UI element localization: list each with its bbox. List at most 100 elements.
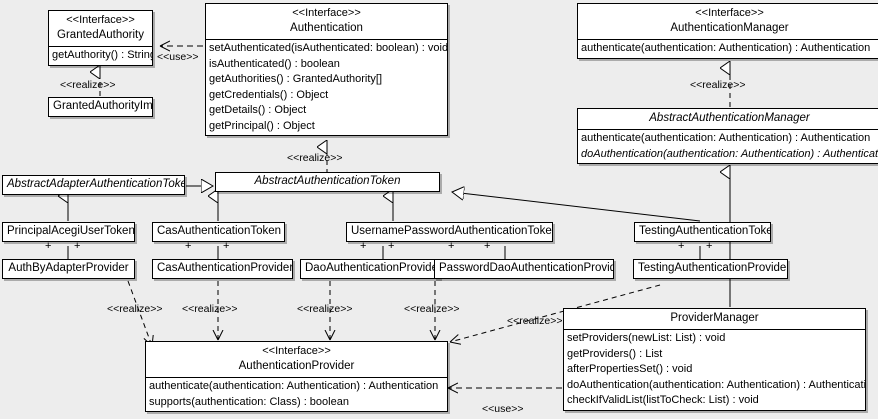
edge-label-realize-password-dao-provider: <<realize>>: [404, 303, 460, 315]
class-name: GrantedAuthorityImpl: [53, 100, 153, 112]
class-members: authenticate(authentication: Authenticat…: [578, 130, 878, 163]
class-header: UsernamePasswordAuthenticationToken: [347, 223, 552, 241]
class-name: PrincipalAcegiUserToken: [7, 225, 135, 237]
class-granted-authority-impl[interactable]: GrantedAuthorityImpl: [48, 97, 153, 117]
class-header: TestingAuthenticationProvider: [634, 260, 787, 278]
class-authentication-provider[interactable]: <<Interface>> AuthenticationProvider aut…: [145, 341, 448, 412]
stereotype-interface: <<Interface>>: [292, 7, 361, 19]
class-cas-authentication-provider[interactable]: CasAuthenticationProvider: [152, 259, 293, 279]
member-get-authority: getAuthority() : String: [52, 49, 153, 61]
class-auth-by-adapter-provider[interactable]: AuthByAdapterProvider: [2, 259, 135, 279]
class-dao-authentication-provider[interactable]: DaoAuthenticationProvider: [300, 259, 440, 279]
member-authenticate: authenticate(authentication: Authenticat…: [581, 42, 871, 54]
member-after-properties-set: afterPropertiesSet() : void: [567, 363, 693, 375]
class-header: AuthByAdapterProvider: [3, 260, 134, 278]
class-header: CasAuthenticationProvider: [153, 260, 292, 278]
class-header: <<Interface>> Authentication: [206, 4, 447, 40]
class-members: authenticate(authentication: Authenticat…: [146, 378, 447, 411]
class-name: Authentication: [290, 22, 363, 34]
member-get-principal: getPrincipal() : Object: [209, 119, 315, 132]
member-check-if-valid-list: checkIfValidList(listToCheck: List) : vo…: [567, 394, 759, 406]
assoc-plus-userpass-c: +: [448, 240, 455, 252]
assoc-plus-userpass-b: +: [388, 240, 395, 252]
class-header: AbstractAdapterAuthenticationToken: [3, 176, 184, 194]
class-principal-acegi-user-token[interactable]: PrincipalAcegiUserToken: [2, 222, 135, 242]
edge-label-realize-granted-authority-impl: <<realize>>: [60, 79, 116, 91]
member-get-details: getDetails() : Object: [209, 104, 307, 116]
class-header: TestingAuthenticationToken: [635, 223, 770, 241]
class-testing-authentication-provider[interactable]: TestingAuthenticationProvider: [633, 259, 788, 279]
stereotype-interface: <<Interface>>: [695, 7, 764, 19]
class-header: PrincipalAcegiUserToken: [3, 223, 134, 241]
class-header: ProviderManager: [564, 309, 865, 330]
class-cas-authentication-token[interactable]: CasAuthenticationToken: [152, 222, 285, 242]
class-header: CasAuthenticationToken: [153, 223, 284, 241]
class-header: AbstractAuthenticationToken: [216, 173, 439, 191]
class-password-dao-authentication-provider[interactable]: PasswordDaoAuthenticationProvider: [434, 259, 614, 279]
assoc-plus-testing-right: +: [706, 240, 713, 252]
class-header: <<Interface>> GrantedAuthority: [49, 11, 152, 47]
member-set-authenticated: setAuthenticated(isAuthenticated: boolea…: [209, 42, 448, 54]
class-members: authenticate(authentication: Authenticat…: [578, 40, 878, 58]
class-header: <<Interface>> AuthenticationProvider: [146, 342, 447, 378]
assoc-plus-principal-right: +: [74, 240, 81, 252]
class-abstract-adapter-authentication-token[interactable]: AbstractAdapterAuthenticationToken: [2, 175, 185, 195]
class-name: TestingAuthenticationProvider: [638, 262, 788, 274]
class-name: AbstractAuthenticationManager: [649, 112, 810, 124]
class-name: AbstractAdapterAuthenticationToken: [7, 178, 185, 190]
assoc-plus-userpass-d: +: [484, 240, 491, 252]
class-granted-authority[interactable]: <<Interface>> GrantedAuthority getAuthor…: [48, 10, 153, 66]
stereotype-interface: <<Interface>>: [262, 345, 331, 357]
class-name: CasAuthenticationProvider: [157, 262, 293, 274]
edge-extends-abstract-token-testing: [452, 192, 701, 222]
edge-label-use-provider-manager: <<use>>: [482, 403, 524, 415]
edge-label-realize-abstract-auth-token: <<realize>>: [287, 152, 343, 164]
member-do-authentication: doAuthentication(authentication: Authent…: [581, 147, 878, 160]
class-username-password-authentication-token[interactable]: UsernamePasswordAuthenticationToken: [346, 222, 553, 242]
member-is-authenticated: isAuthenticated() : boolean: [209, 57, 340, 70]
class-header: <<Interface>> AuthenticationManager: [578, 4, 878, 40]
class-name: GrantedAuthority: [57, 29, 144, 41]
edge-label-realize-abstract-auth-manager: <<realize>>: [690, 79, 746, 91]
class-header: GrantedAuthorityImpl: [49, 98, 152, 116]
member-supports: supports(authentication: Class) : boolea…: [149, 395, 349, 408]
class-members: setAuthenticated(isAuthenticated: boolea…: [206, 40, 447, 135]
assoc-plus-cas-right: +: [223, 240, 230, 252]
assoc-plus-testing-left: +: [678, 240, 685, 252]
class-name: PasswordDaoAuthenticationProvider: [439, 262, 614, 274]
class-testing-authentication-token[interactable]: TestingAuthenticationToken: [634, 222, 771, 242]
assoc-plus-userpass-a: +: [360, 240, 367, 252]
class-provider-manager[interactable]: ProviderManager setProviders(newList: Li…: [563, 308, 866, 411]
class-name: TestingAuthenticationToken: [639, 225, 771, 237]
member-authenticate: authenticate(authentication: Authenticat…: [581, 132, 871, 144]
class-name: CasAuthenticationToken: [157, 225, 282, 237]
class-name: AbstractAuthenticationToken: [254, 175, 401, 187]
class-abstract-authentication-manager[interactable]: AbstractAuthenticationManager authentica…: [577, 108, 878, 164]
class-header: DaoAuthenticationProvider: [301, 260, 439, 278]
edge-label-use-granted-authority: <<use>>: [157, 51, 199, 63]
member-authenticate: authenticate(authentication: Authenticat…: [149, 380, 439, 392]
edge-label-realize-testing-provider: <<realize>>: [507, 315, 563, 327]
class-name: DaoAuthenticationProvider: [305, 262, 440, 274]
class-name: AuthByAdapterProvider: [8, 262, 129, 274]
class-name: AuthenticationProvider: [238, 360, 355, 372]
class-name: ProviderManager: [670, 312, 759, 324]
member-get-providers: getProviders() : List: [567, 347, 663, 360]
class-name: UsernamePasswordAuthenticationToken: [351, 225, 553, 237]
class-authentication-manager[interactable]: <<Interface>> AuthenticationManager auth…: [577, 3, 878, 59]
member-get-authorities: getAuthorities() : GrantedAuthority[]: [209, 73, 383, 85]
assoc-plus-principal-left: +: [45, 240, 52, 252]
class-abstract-authentication-token[interactable]: AbstractAuthenticationToken: [215, 172, 440, 192]
stereotype-interface: <<Interface>>: [66, 14, 135, 26]
assoc-plus-cas-left: +: [185, 240, 192, 252]
member-do-authentication: doAuthentication(authentication: Authent…: [567, 378, 866, 391]
class-header: PasswordDaoAuthenticationProvider: [435, 260, 613, 278]
member-get-credentials: getCredentials() : Object: [209, 88, 329, 101]
class-members: getAuthority() : String: [49, 47, 152, 65]
class-members: setProviders(newList: List) : void getPr…: [564, 330, 865, 410]
edge-label-realize-dao-provider: <<realize>>: [297, 303, 353, 315]
edge-label-realize-auth-by-adapter: <<realize>>: [107, 303, 163, 315]
member-set-providers: setProviders(newList: List) : void: [567, 332, 726, 344]
class-authentication[interactable]: <<Interface>> Authentication setAuthenti…: [205, 3, 448, 136]
